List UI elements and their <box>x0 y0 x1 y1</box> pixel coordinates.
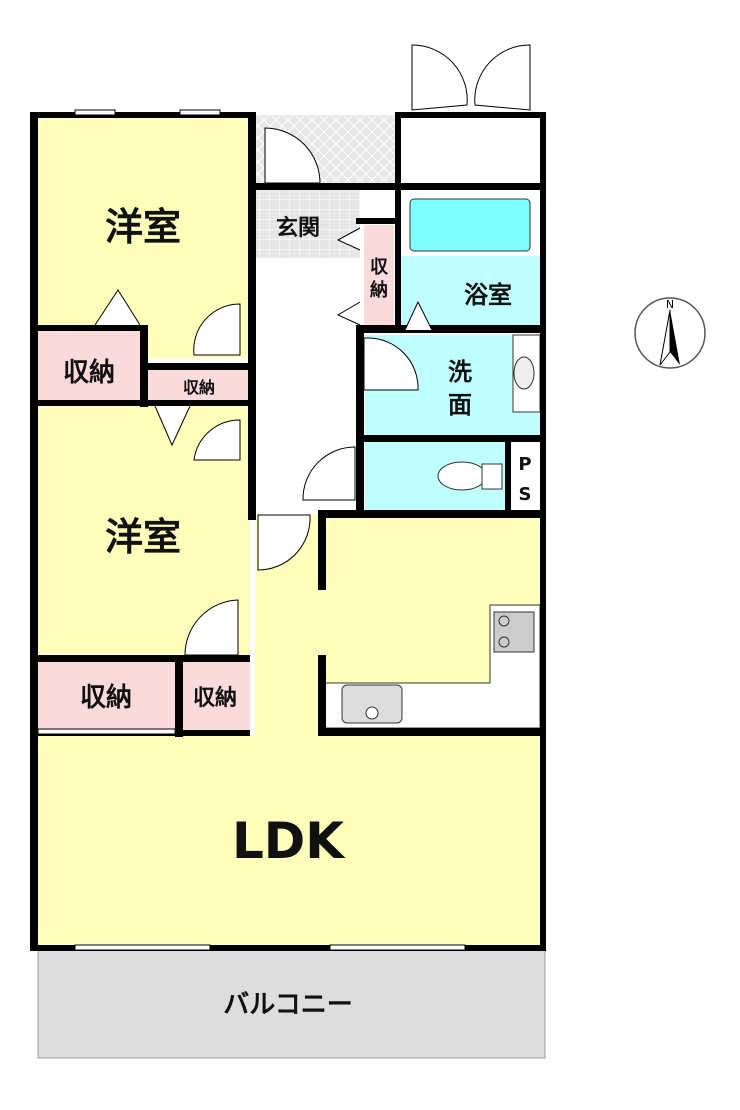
label-storage-3: 収納 <box>80 682 132 713</box>
label-storage-2: 収納 <box>183 378 215 397</box>
folding-door <box>154 405 191 447</box>
label-western-room-1: 洋室 <box>105 205 181 249</box>
outdoor-storage <box>400 118 540 183</box>
compass-north-label: N <box>666 298 674 311</box>
bathtub <box>409 198 531 252</box>
label-ps-2: S <box>519 484 532 505</box>
label-storage-4: 収納 <box>193 685 237 711</box>
walls <box>30 112 546 951</box>
burner-icon <box>498 636 510 648</box>
label-storage-1: 収納 <box>63 357 115 388</box>
entrance-tile <box>255 190 360 258</box>
doors <box>94 44 531 656</box>
ldk-area <box>38 735 543 945</box>
storage-5 <box>364 225 394 325</box>
label-storage-5b: 納 <box>370 279 388 301</box>
balcony-area <box>37 949 546 1059</box>
storage-2 <box>148 370 250 400</box>
label-entrance: 玄関 <box>276 215 320 241</box>
door-wc <box>302 446 356 501</box>
entry-door <box>264 127 321 184</box>
washbasin-icon <box>513 356 535 390</box>
storage-1 <box>38 330 141 402</box>
toilet-icon <box>437 461 487 491</box>
door-room1 <box>193 303 241 356</box>
label-bathroom: 浴室 <box>464 281 512 309</box>
label-washroom-1: 洗 <box>448 358 472 386</box>
label-western-room-2: 洋室 <box>105 515 181 559</box>
folding-door <box>336 301 361 326</box>
burner-icon <box>498 615 510 627</box>
label-washroom-2: 面 <box>448 391 472 419</box>
label-storage-5a: 収 <box>370 257 389 278</box>
door-room2 <box>193 419 241 461</box>
storage-3 <box>38 662 175 730</box>
label-balcony: バルコニー <box>223 990 352 1020</box>
sink <box>341 684 403 724</box>
door-wash <box>363 337 419 391</box>
double-door-left <box>411 44 468 111</box>
storage-4 <box>183 662 250 730</box>
folding-door <box>94 289 141 326</box>
windows <box>37 109 466 951</box>
door-storage4 <box>184 599 239 656</box>
compass-icon: N <box>634 297 706 369</box>
double-door-right <box>474 44 531 111</box>
pipe-space <box>511 444 540 510</box>
door-ldk <box>257 514 311 571</box>
drain-icon <box>365 706 379 720</box>
folding-door <box>336 227 361 251</box>
label-ps-1: P <box>518 454 531 475</box>
label-ldk: LDK <box>232 812 346 870</box>
folding-door <box>404 300 433 331</box>
toilet-tank <box>481 463 503 490</box>
